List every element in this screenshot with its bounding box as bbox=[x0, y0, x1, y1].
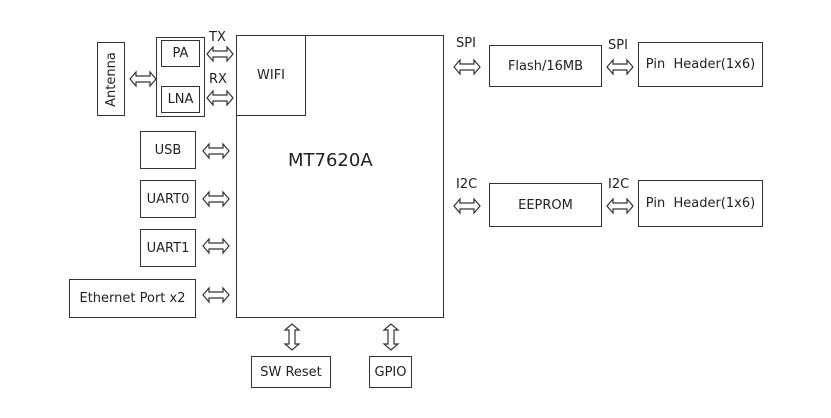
ethernet-arrow bbox=[203, 288, 229, 302]
antenna-arrow bbox=[130, 72, 156, 86]
reset-arrow bbox=[285, 324, 299, 350]
uart0-arrow bbox=[203, 192, 229, 206]
uart1-arrow bbox=[203, 239, 229, 253]
spi-left-arrow bbox=[454, 60, 480, 74]
tx-arrow bbox=[207, 47, 233, 61]
i2c-left-arrow bbox=[454, 199, 480, 213]
usb-arrow bbox=[203, 144, 229, 158]
gpio-arrow bbox=[384, 324, 398, 350]
spi-right-arrow bbox=[607, 60, 633, 74]
rx-arrow bbox=[207, 91, 233, 105]
i2c-right-arrow bbox=[607, 199, 633, 213]
